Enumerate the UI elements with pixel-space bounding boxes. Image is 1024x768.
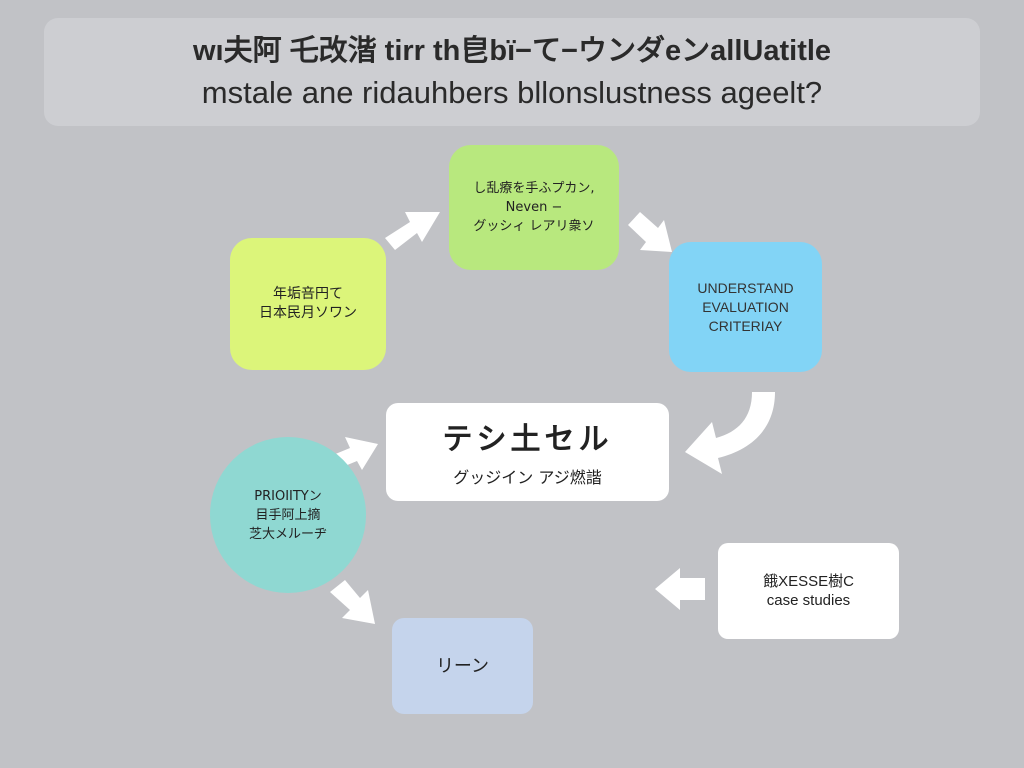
node-text: 餓XESSE樹C (763, 573, 854, 590)
node-title: テシ土セル (442, 421, 613, 457)
node-text: UNDERSTAND (697, 279, 794, 296)
node-priority-circle: PRIOIITYン 目手阿上摘 芝大メルーヂ (210, 437, 366, 593)
node-case-studies: 餓XESSE樹C case studies (718, 543, 899, 639)
arrow-left-to-top (385, 212, 440, 250)
title-line-1: wı夫阿 乇改湝 tirr th皀bï−て−ウンダeンallUatitle (192, 35, 832, 67)
node-left: 年垢咅円て 日本民月ソワン (230, 238, 386, 370)
node-text: グッシィ レアリ衆ソ (473, 219, 595, 234)
node-top: し乱療を手ふプカン, Neven − グッシィ レアリ衆ソ (449, 145, 619, 270)
title-line-2: mstale ane ridauhbers bllonslustness age… (201, 75, 823, 110)
arrow-top-to-right (628, 212, 672, 252)
node-text: 年垢咅円て (273, 286, 343, 302)
node-text: CRITERIAY (708, 317, 783, 334)
arrow-right-to-center (685, 392, 775, 474)
node-text: リーン (435, 655, 490, 677)
node-text: case studies (766, 592, 851, 609)
node-bottom: リーン (392, 618, 533, 714)
node-understand-evaluation-criteria: UNDERSTAND EVALUATION CRITERIAY (669, 242, 822, 372)
node-text: Neven − (505, 200, 563, 215)
node-subtitle: グッジイン アジ燃諧 (453, 467, 602, 487)
node-text: 日本民月ソワン (259, 305, 357, 321)
node-text: し乱療を手ふプカン, (473, 181, 595, 196)
diagram-title: wı夫阿 乇改湝 tirr th皀bï−て−ウンダeンallUatitle ms… (44, 18, 980, 126)
arrow-circle-to-bottom (330, 580, 375, 624)
node-center: テシ土セル グッジイン アジ燃諧 (386, 403, 669, 501)
node-text: 目手阿上摘 (255, 507, 321, 523)
node-text: EVALUATION (702, 298, 789, 315)
node-text: PRIOIITYン (254, 488, 322, 504)
arrow-case-to-center (655, 568, 705, 610)
node-text: 芝大メルーヂ (248, 526, 327, 542)
